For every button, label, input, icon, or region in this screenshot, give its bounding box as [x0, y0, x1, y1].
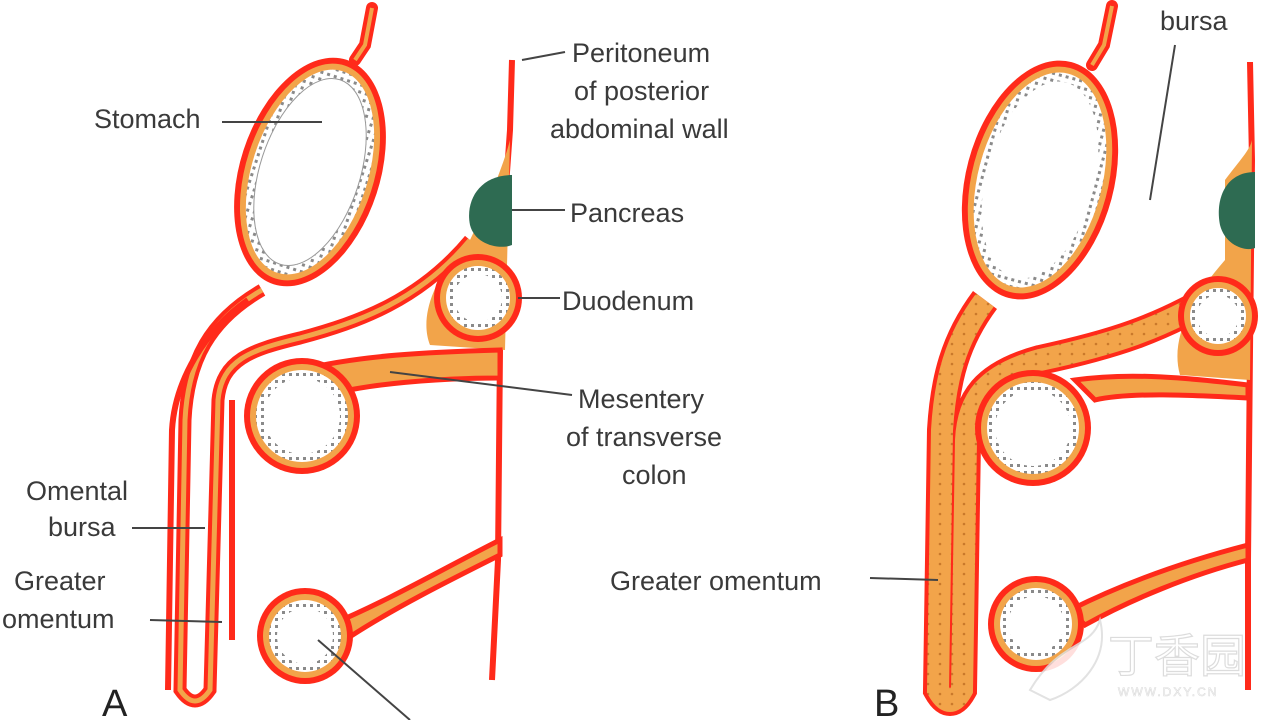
panel-a: Stomach Peritoneum of posterior abdomina…	[2, 2, 729, 720]
label-peritoneum-line1: Peritoneum	[572, 38, 710, 68]
small-intestine-b	[988, 541, 1251, 672]
duodenum	[434, 254, 522, 342]
label-omental-line1: Omental	[26, 476, 128, 506]
duodenum-b	[1178, 276, 1258, 356]
label-pancreas: Pancreas	[570, 198, 684, 228]
label-mesentery-line2: of transverse	[566, 422, 722, 452]
watermark: 丁香园 WWW.DXY.CN	[1028, 616, 1247, 702]
stomach-b	[961, 60, 1119, 300]
pancreas-b	[1218, 172, 1255, 250]
label-stomach: Stomach	[94, 104, 201, 134]
label-omental-line2: bursa	[48, 512, 117, 542]
watermark-text: 丁香园	[1108, 630, 1246, 682]
label-bursa-b: bursa	[1160, 6, 1229, 36]
greater-omentum-a	[165, 235, 475, 708]
small-intestine-a	[257, 535, 503, 684]
greater-omentum-b	[922, 277, 1233, 716]
watermark-logo-icon	[1028, 616, 1103, 702]
pancreas	[469, 175, 512, 247]
transverse-colon-b	[975, 370, 1251, 486]
watermark-url: WWW.DXY.CN	[1118, 685, 1218, 699]
label-greater-omentum-b: Greater omentum	[610, 566, 822, 596]
leader-lines-a	[132, 51, 573, 720]
stomach	[234, 57, 386, 287]
label-peritoneum-line3: abdominal wall	[550, 114, 729, 144]
leader-lines-b	[869, 44, 1176, 581]
label-mesentery-line1: Mesentery	[578, 384, 705, 414]
panel-letter-b: B	[874, 683, 899, 720]
label-duodenum: Duodenum	[562, 286, 694, 316]
label-peritoneum-line2: of posterior	[574, 76, 709, 106]
panel-letter-a: A	[102, 683, 128, 720]
transverse-colon	[244, 347, 503, 474]
label-mesentery-line3: colon	[622, 460, 687, 490]
panel-b: bursa Greater omentum B 丁香园 WWW.DXY.CN	[610, 0, 1258, 720]
label-greater-line2: omentum	[2, 604, 115, 634]
label-greater-line1: Greater	[14, 566, 106, 596]
